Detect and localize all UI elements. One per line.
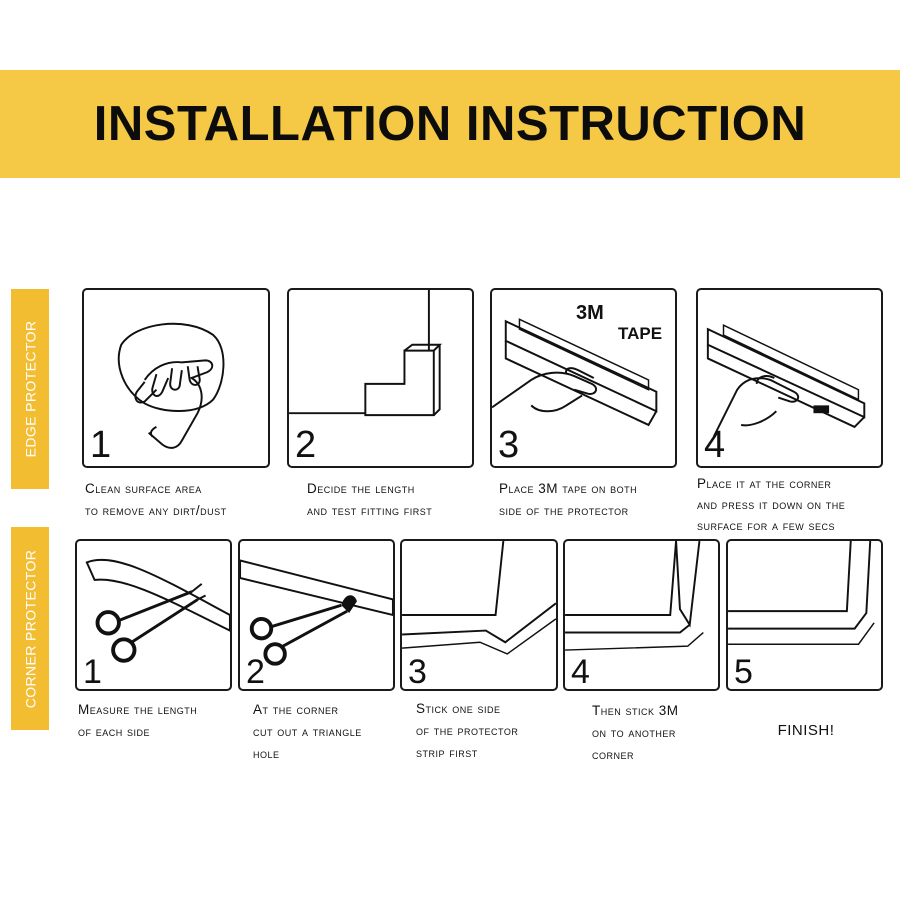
corner-step-2-panel: 2 (238, 539, 395, 691)
step-number: 3 (498, 424, 520, 466)
corner-step-2-caption: At the corner cut out a triangle hole (253, 702, 362, 761)
edge-protector-tab: EDGE PROTECTOR (11, 289, 49, 489)
edge-step-1-panel: 1 (82, 288, 270, 468)
scissors-icon (85, 558, 230, 663)
step-number: 4 (571, 653, 590, 691)
corner-step-3-panel: 3 (400, 539, 558, 691)
step-number: 3 (408, 653, 427, 691)
page-title: INSTALLATION INSTRUCTION (93, 97, 807, 151)
step-number: 2 (246, 653, 265, 691)
corner-step-5-panel: 5 (726, 539, 883, 691)
title-banner: INSTALLATION INSTRUCTION (0, 70, 900, 178)
edge-step-3-caption: Place 3M tape on both side of the protec… (499, 481, 638, 518)
corner-protector-label: CORNER PROTECTOR (22, 549, 39, 708)
corner-step-3-caption: Stick one side of the protector strip fi… (416, 701, 519, 760)
edge-step-2-panel: 2 (287, 288, 474, 468)
step-number: 4 (704, 424, 726, 466)
corner-step-1-caption: Measure the length of each side (78, 702, 198, 739)
step-number: 5 (734, 653, 753, 691)
step-number: 1 (83, 653, 102, 691)
step-number: 1 (90, 424, 112, 466)
corner-fitting-icon (289, 290, 443, 417)
hand-wiping-icon (117, 322, 225, 449)
edge-step-4-panel: 4 (696, 288, 883, 468)
strip-other-side-icon (565, 541, 704, 651)
hand-applying-tape-icon (492, 318, 658, 427)
edge-step-3-panel: 3M TAPE 3 (490, 288, 677, 468)
corner-step-1-panel: 1 (75, 539, 232, 691)
edge-step-2-caption: Decide the length and test fitting first (307, 481, 433, 518)
3m-label: 3M (576, 302, 604, 324)
corner-step-5-caption: FINISH! (777, 722, 835, 739)
edge-protector-label: EDGE PROTECTOR (22, 320, 38, 458)
edge-step-4-caption: Place it at the corner and press it down… (697, 476, 846, 533)
scissors-triangle-icon (240, 559, 393, 666)
edge-step-1-caption: Clean surface area to remove any dirt/du… (85, 481, 227, 518)
corner-step-4-caption: Then stick 3M on to another corner (592, 703, 679, 762)
tape-label: TAPE (618, 324, 663, 343)
hand-pressing-icon (706, 324, 866, 438)
corner-step-4-panel: 4 (563, 539, 720, 691)
corner-protector-tab: CORNER PROTECTOR (11, 527, 49, 730)
strip-one-side-icon (402, 541, 556, 655)
finished-corner-icon (728, 541, 875, 645)
step-number: 2 (295, 424, 317, 466)
